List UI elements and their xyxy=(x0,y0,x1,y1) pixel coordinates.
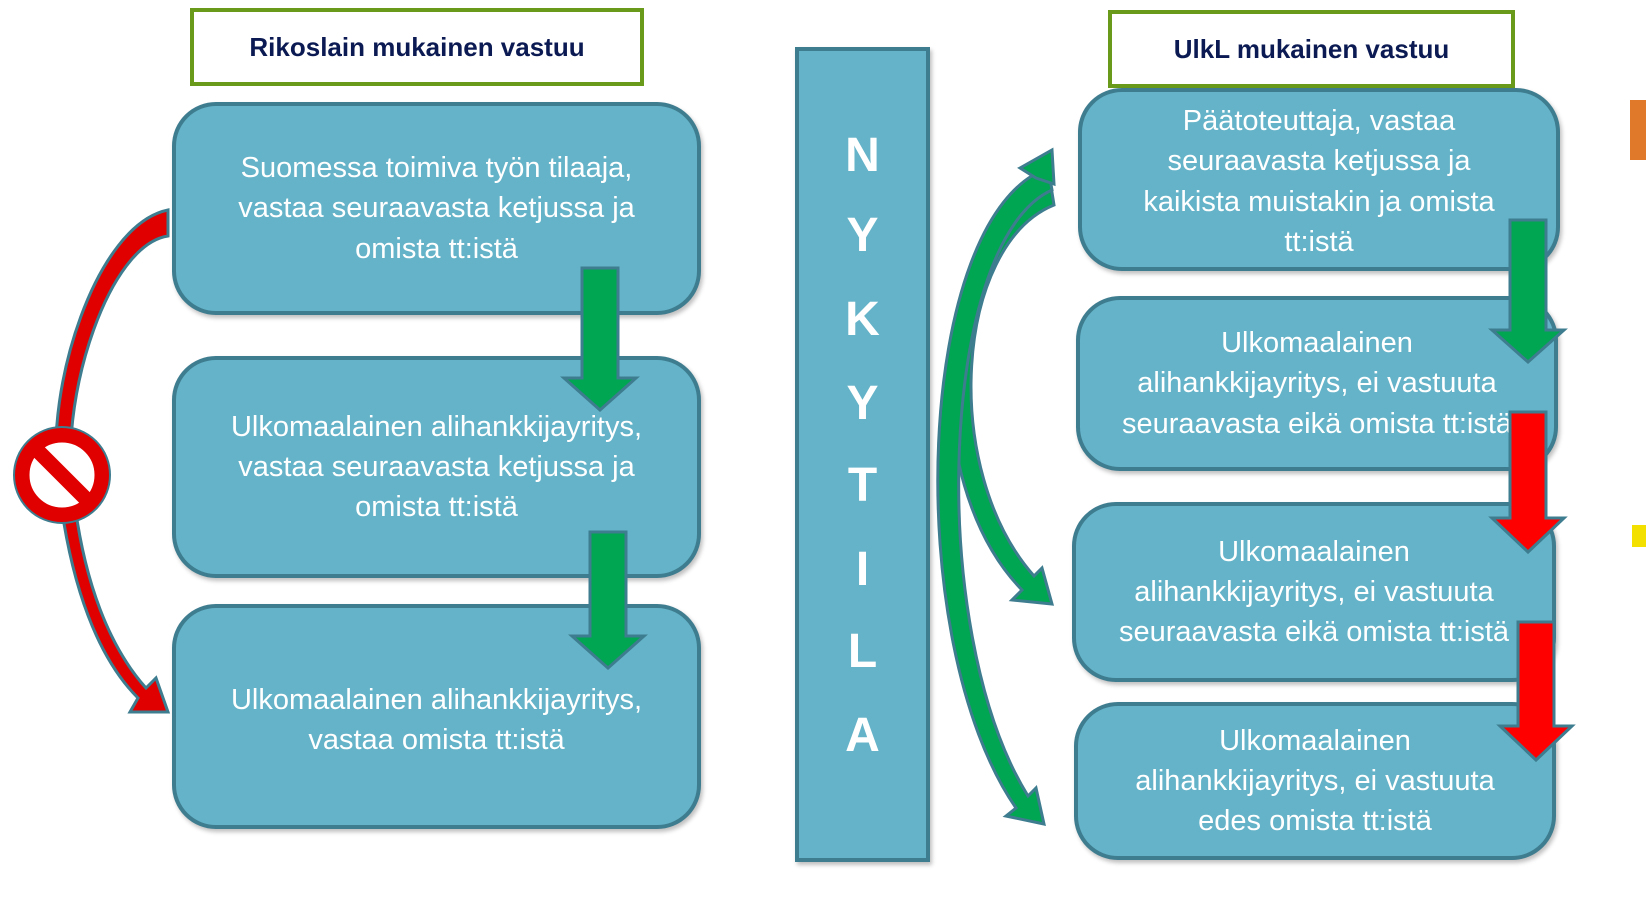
left-box-2-line-2: vastaa seuraavasta ketjussa ja xyxy=(238,450,635,483)
right-box-1-line-4: tt:istä xyxy=(1284,225,1354,258)
left-green-arrow-2 xyxy=(568,530,648,671)
right-box-2-line-3: seuraavasta eikä omista tt:istä xyxy=(1121,407,1513,440)
left-box-3-line-2: vastaa omista tt:istä xyxy=(308,724,565,757)
nykytila-letter-7: L xyxy=(847,625,878,678)
left-box-2-line-1: Ulkomaalainen alihankkijayritys, xyxy=(230,410,642,443)
left-box-3-line-1: Ulkomaalainen alihankkijayritys, xyxy=(230,684,642,716)
right-red-arrow-2 xyxy=(1496,620,1576,763)
nykytila-letter-3: K xyxy=(845,293,880,346)
right-box-1-line-2: seuraavasta ketjussa ja xyxy=(1167,145,1471,178)
right-box-4-line-3: edes omista tt:istä xyxy=(1198,805,1432,837)
nykytila-letter-5: T xyxy=(847,459,878,512)
left-box-1-text: Suomessa toimiva työn tilaaja, vastaa se… xyxy=(238,148,635,268)
right-green-curved-arrow-head xyxy=(1017,147,1056,187)
right-header: UlkL mukainen vastuu xyxy=(1108,10,1515,88)
left-green-arrow-1 xyxy=(560,266,640,413)
right-red-arrow-1 xyxy=(1488,410,1568,555)
right-box-4-line-1: Ulkomaalainen xyxy=(1219,724,1411,757)
yellow-edge-shape xyxy=(1632,525,1646,547)
red-curved-arrow xyxy=(54,208,171,714)
right-box-1-text: Päätoteuttaja, vastaa seuraavasta ketjus… xyxy=(1143,101,1494,261)
prohibited-icon xyxy=(13,426,111,524)
right-box-4: Ulkomaalainen alihankkijayritys, ei vast… xyxy=(1074,702,1556,860)
right-box-2-line-2: alihankkijayritys, ei vastuuta xyxy=(1137,367,1497,400)
right-green-curved-arrow-2 xyxy=(936,165,1054,826)
right-box-1: Päätoteuttaja, vastaa seuraavasta ketjus… xyxy=(1078,88,1560,271)
right-box-3-line-3: seuraavasta eikä omista tt:istä xyxy=(1118,616,1510,648)
right-box-4-text: Ulkomaalainen alihankkijayritys, ei vast… xyxy=(1135,721,1494,841)
right-box-1-line-1: Päätoteuttaja, vastaa xyxy=(1182,105,1456,138)
right-box-2-text: Ulkomaalainen alihankkijayritys, ei vast… xyxy=(1122,323,1512,443)
nykytila-letter-8: A xyxy=(845,709,880,762)
right-box-2: Ulkomaalainen alihankkijayritys, ei vast… xyxy=(1076,296,1558,471)
left-header: Rikoslain mukainen vastuu xyxy=(190,8,644,86)
left-box-1-line-1: Suomessa toimiva työn tilaaja, xyxy=(240,152,633,185)
nykytila-letter-2: Y xyxy=(846,209,879,262)
right-box-2-line-1: Ulkomaalainen xyxy=(1221,327,1413,360)
right-box-3-line-2: alihankkijayritys, ei vastuuta xyxy=(1134,575,1494,608)
right-green-arrow xyxy=(1488,218,1568,365)
left-box-2-line-3: omista tt:istä xyxy=(355,491,518,523)
left-box-2-text: Ulkomaalainen alihankkijayritys, vastaa … xyxy=(231,407,642,527)
nykytila-column xyxy=(795,47,930,862)
right-box-3-line-1: Ulkomaalainen xyxy=(1218,535,1410,568)
right-box-3-text: Ulkomaalainen alihankkijayritys, ei vast… xyxy=(1119,532,1509,652)
right-box-3: Ulkomaalainen alihankkijayritys, ei vast… xyxy=(1072,502,1556,682)
orange-edge-shape xyxy=(1630,100,1646,160)
nykytila-letter-6: I xyxy=(855,543,870,596)
left-box-3-text: Ulkomaalainen alihankkijayritys, vastaa … xyxy=(231,680,642,760)
right-box-1-line-3: kaikista muistakin ja omista xyxy=(1143,185,1495,218)
right-box-4-line-2: alihankkijayritys, ei vastuuta xyxy=(1135,764,1495,797)
left-box-1-line-2: vastaa seuraavasta ketjussa ja xyxy=(238,192,635,225)
left-box-1-line-3: omista tt:istä xyxy=(355,232,518,265)
nykytila-letter-1: N xyxy=(845,129,880,182)
nykytila-letter-4: Y xyxy=(846,377,879,430)
